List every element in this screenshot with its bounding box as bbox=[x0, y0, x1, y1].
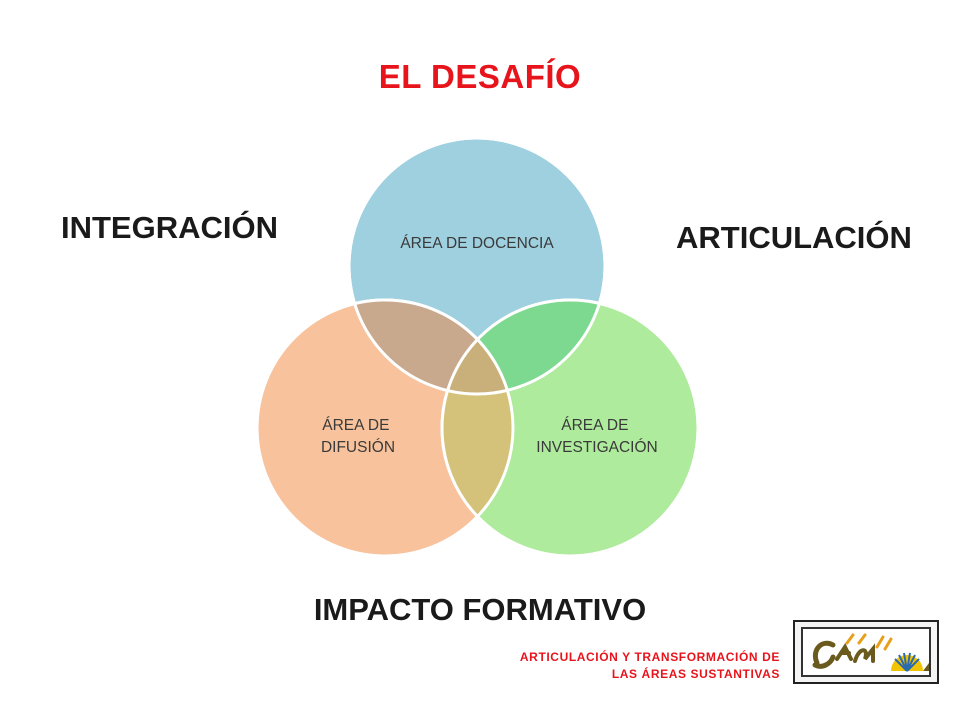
overlap-docencia-investigacion bbox=[442, 300, 605, 394]
footer-line-1: ARTICULACIÓN Y TRANSFORMACIÓN DE bbox=[519, 650, 780, 664]
outline-investigacion bbox=[440, 298, 700, 558]
label-impacto-formativo: IMPACTO FORMATIVO bbox=[313, 592, 647, 627]
label-investigacion: ÁREA DE INVESTIGACIÓN bbox=[536, 417, 657, 456]
logo-mark-icon bbox=[812, 633, 929, 672]
institution-logo bbox=[793, 620, 939, 684]
footer-line-2: LAS ÁREAS SUSTANTIVAS bbox=[611, 667, 780, 681]
outline-docencia bbox=[347, 136, 607, 396]
overlap-docencia-difusion bbox=[349, 300, 513, 394]
outline-difusion bbox=[255, 298, 515, 558]
label-integracion: INTEGRACIÓN bbox=[61, 210, 278, 245]
logo-frame bbox=[801, 627, 931, 677]
label-articulacion: ARTICULACIÓN bbox=[676, 220, 912, 255]
slide-title: EL DESAFÍO bbox=[378, 58, 582, 95]
label-docencia: ÁREA DE DOCENCIA bbox=[400, 235, 554, 252]
label-difusion: ÁREA DE DIFUSIÓN bbox=[321, 417, 395, 456]
footer-caption: ARTICULACIÓN Y TRANSFORMACIÓN DE LAS ÁRE… bbox=[360, 649, 780, 683]
